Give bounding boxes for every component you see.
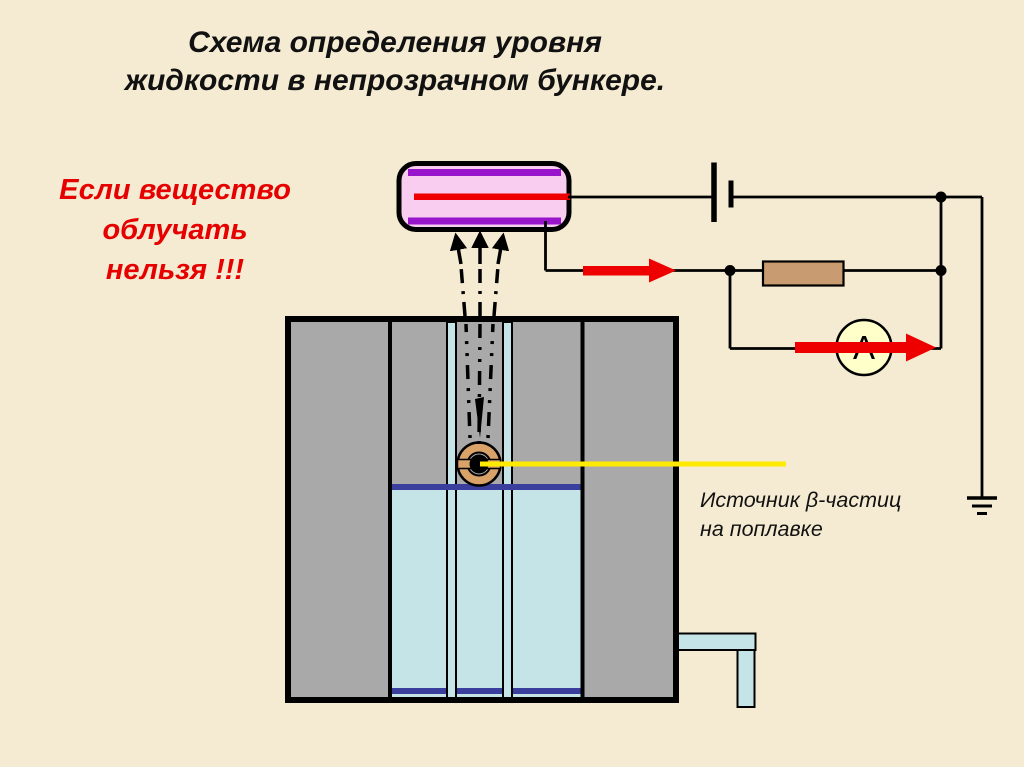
beta-ray-arrows <box>449 230 510 445</box>
outlet-pipe <box>674 632 757 708</box>
current-arrow-upper <box>583 258 676 283</box>
beta-source-dot <box>469 454 489 474</box>
liquid <box>392 487 581 698</box>
warning-line3: нельзя !!! <box>105 254 245 286</box>
bunker-border <box>285 316 679 703</box>
measuring-tube-left <box>446 321 457 700</box>
detector <box>396 161 572 232</box>
source-pointer-line <box>480 461 786 467</box>
beta-ray-wedge <box>475 397 484 438</box>
warning-text: Если вещество облучать нельзя !!! <box>25 170 325 290</box>
junction-dot <box>935 265 947 276</box>
beta-ray-left <box>464 323 472 439</box>
battery-icon <box>711 162 734 222</box>
slide-title-line1: Схема определения уровня <box>188 26 602 59</box>
current-arrow-lower <box>795 333 936 362</box>
float-label-line1: Источник β-частиц <box>700 488 902 512</box>
junction-dot <box>935 191 947 203</box>
float-source-label: Источник β-частиц на поплавке <box>700 486 960 544</box>
float-source <box>456 441 502 487</box>
resistor <box>761 260 845 287</box>
beta-ray-middle <box>477 323 482 445</box>
slide-title: Схема определения уровня жидкости в непр… <box>70 24 720 100</box>
warning-line2: облучать <box>102 214 248 246</box>
liquid-level-line <box>392 484 581 490</box>
measuring-tube-right <box>502 321 513 700</box>
warning-line1: Если вещество <box>59 174 291 206</box>
slide-title-line2: жидкости в непрозрачном бункере. <box>124 64 666 97</box>
beta-ray-right <box>486 323 495 439</box>
bunker <box>285 316 757 708</box>
ground-icon <box>967 496 997 515</box>
bottom-level-line <box>392 688 581 694</box>
float-label-line2: на поплавке <box>700 517 823 541</box>
detector-anode-line <box>414 193 570 200</box>
junction-dot <box>724 265 736 276</box>
